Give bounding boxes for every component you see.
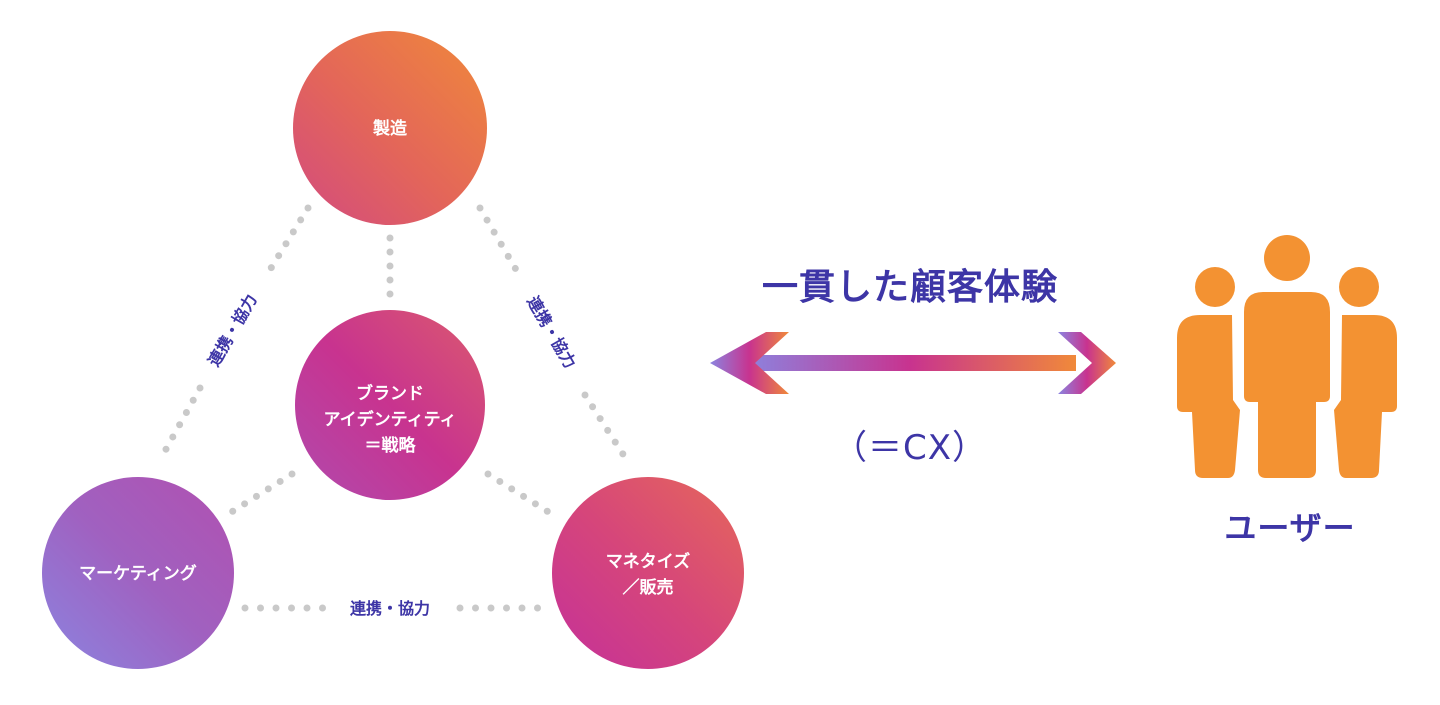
node-manufacturing: 製造: [293, 31, 487, 225]
link-label-left: 連携・協力: [204, 291, 260, 370]
node-monetize-line-2: ／販売: [623, 577, 674, 598]
link-label-bottom: 連携・協力: [350, 599, 430, 618]
node-monetize: マネタイズ ／販売: [552, 477, 744, 669]
node-marketing-label: マーケティング: [79, 563, 197, 584]
connector-top-left: [156, 204, 312, 464]
node-marketing: マーケティング: [42, 477, 234, 669]
subtitle-cx: （＝CX）: [832, 428, 988, 468]
connector-center-left: [226, 470, 296, 517]
node-brand-line-1: ブランド: [356, 383, 424, 404]
node-brand-identity: ブランド アイデンティティ ＝戦略: [295, 310, 485, 500]
link-label-right: 連携・協力: [523, 293, 579, 372]
double-arrow-icon: [710, 332, 1116, 394]
connector-center-right: [484, 470, 554, 517]
node-monetize-line-1: マネタイズ: [606, 551, 691, 572]
node-manufacturing-label: 製造: [372, 118, 408, 139]
headline: 一貫した顧客体験: [761, 267, 1058, 308]
users-label: ユーザー: [1224, 509, 1356, 547]
connector-top-right: [476, 204, 632, 466]
node-brand-line-3: ＝戦略: [365, 435, 417, 456]
users-group-icon: [1177, 235, 1397, 478]
node-brand-line-2: アイデンティティ: [323, 409, 456, 430]
